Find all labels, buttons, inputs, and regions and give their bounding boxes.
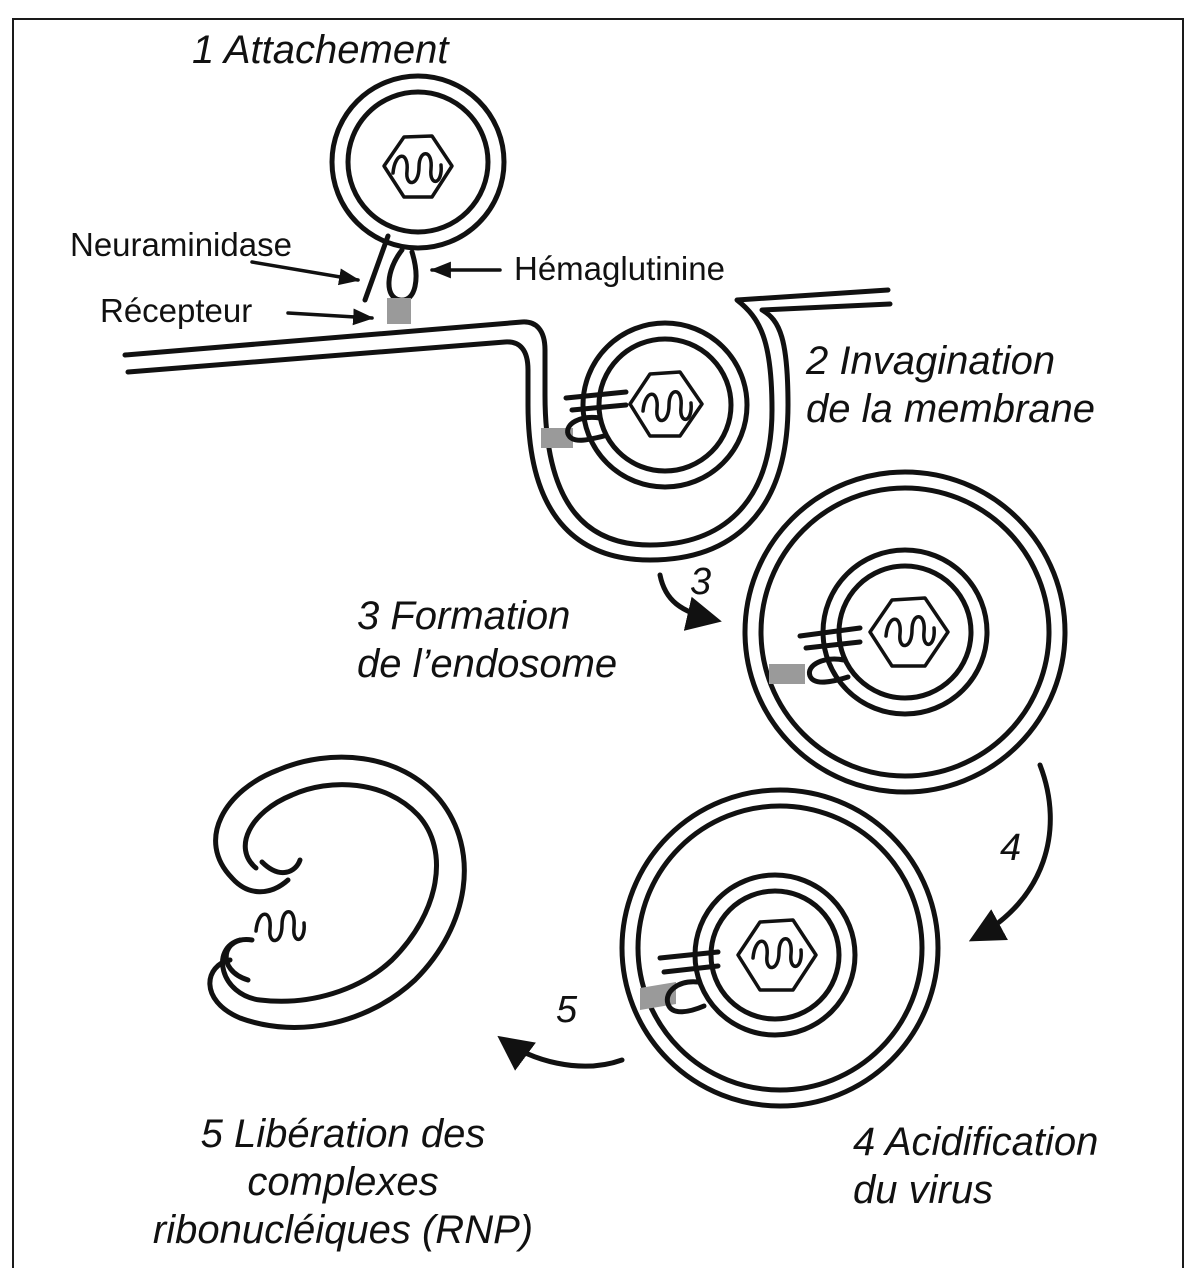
step-3-label: 3 Formation de l’endosome: [357, 592, 617, 688]
plasma-membrane: [125, 290, 890, 560]
receptor-bar: [387, 298, 411, 324]
arrow-5-number: 5: [556, 990, 577, 1030]
step-4-label: 4 Acidification du virus: [853, 1118, 1098, 1214]
arrow-4-number: 4: [1000, 828, 1021, 868]
step-3-line-2: de l’endosome: [357, 640, 617, 688]
step-1-label: 1 Attachement: [192, 26, 448, 74]
endosome: [745, 472, 1065, 792]
hemagglutinin-label: Hémaglutinine: [514, 250, 725, 288]
step-5-line-3: ribonucléiques (RNP): [118, 1206, 568, 1254]
step-2-label: 2 Invagination de la membrane: [806, 337, 1095, 433]
step-5-line-2: complexes: [118, 1158, 568, 1206]
receptor-label: Récepteur: [100, 292, 252, 330]
step-2-line-1: 2 Invagination: [806, 337, 1095, 385]
virus-attached: [332, 76, 504, 248]
step-5-label: 5 Libération des complexes ribonucléique…: [118, 1110, 568, 1254]
arrow-3-number: 3: [690, 562, 711, 602]
step-5-line-1: 5 Libération des: [118, 1110, 568, 1158]
hemagglutinin-spike: [389, 250, 416, 300]
acidified-endosome: [622, 790, 938, 1106]
step-3-line-1: 3 Formation: [357, 592, 617, 640]
step-4-line-1: 4 Acidification: [853, 1118, 1098, 1166]
step-4-line-2: du virus: [853, 1166, 1098, 1214]
neuraminidase-label: Neuraminidase: [70, 226, 292, 264]
step-2-line-2: de la membrane: [806, 385, 1095, 433]
released-rnp-membrane: [210, 757, 464, 1027]
virus-invaginated: [541, 323, 747, 487]
neuraminidase-spike: [365, 236, 388, 300]
